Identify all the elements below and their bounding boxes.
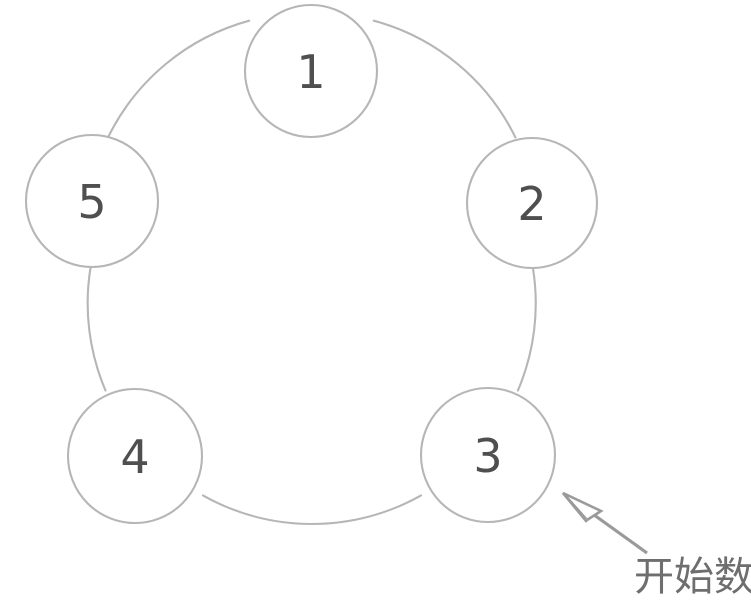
edge-1-to-2 <box>372 19 517 139</box>
node-3-label: 3 <box>473 429 502 483</box>
node-1-label: 1 <box>296 45 325 99</box>
node-3-circle[interactable] <box>419 386 557 524</box>
node-4-label: 4 <box>120 430 149 484</box>
node-4-circle[interactable] <box>66 387 204 525</box>
node-3[interactable]: 3 <box>419 386 557 524</box>
annotation-arrow-head-fold-icon <box>561 492 588 523</box>
annotation-label: 开始数 <box>634 554 751 600</box>
edge-2-to-3 <box>516 267 537 392</box>
edge-5-to-1 <box>107 19 251 138</box>
node-4[interactable]: 4 <box>66 387 204 525</box>
node-1[interactable]: 1 <box>243 3 379 139</box>
start-annotation: 开始数 <box>561 491 751 600</box>
node-2-circle[interactable] <box>465 136 599 270</box>
node-5-circle[interactable] <box>24 133 160 269</box>
edge-3-to-4 <box>201 494 423 525</box>
node-group: 1 2 3 4 5 <box>24 3 599 525</box>
edge-group <box>86 19 537 525</box>
node-2[interactable]: 2 <box>465 136 599 270</box>
node-5-label: 5 <box>77 175 106 229</box>
node-5[interactable]: 5 <box>24 133 160 269</box>
annotation-arrow-shaft <box>589 510 648 555</box>
node-1-circle[interactable] <box>243 3 379 139</box>
node-2-label: 2 <box>517 177 546 231</box>
edge-4-to-5 <box>86 266 107 392</box>
